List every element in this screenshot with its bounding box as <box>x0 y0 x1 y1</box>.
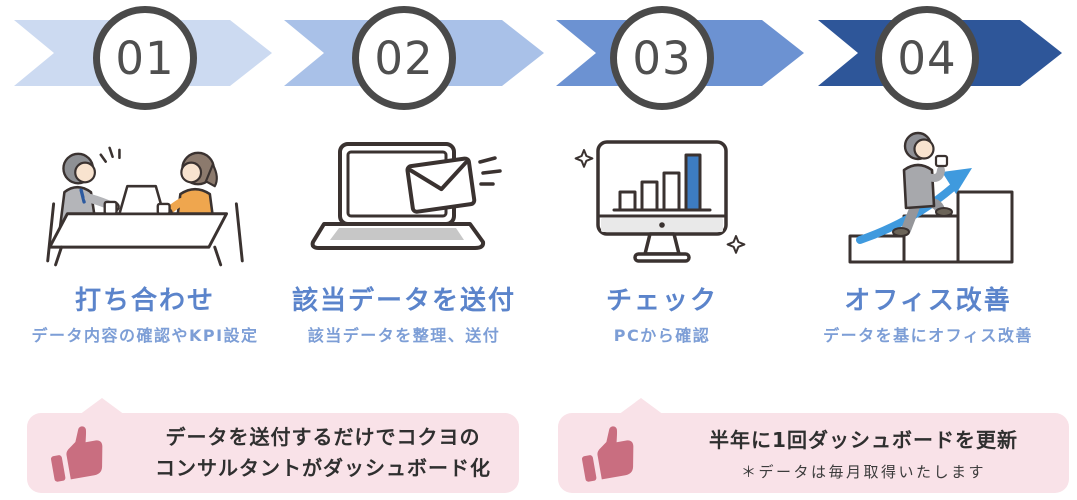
callout-line-2: コンサルタントがダッシュボード化 <box>155 456 491 480</box>
step-subtitle-2: 該当データを整理、送付 <box>307 326 501 345</box>
step-column-3: チェック PCから確認 <box>531 128 793 346</box>
bar-chart-icon <box>618 153 702 212</box>
callout-line-1: データを送付するだけでコクヨの <box>165 425 481 449</box>
step-subtitle-1: データ内容の確認やKPI設定 <box>31 326 259 345</box>
step-title-2: 該当データを送付 <box>291 286 516 316</box>
step-title-3: チェック <box>605 286 718 316</box>
step-number-badge-3: 03 <box>610 6 714 110</box>
stairs-growth-illustration <box>797 128 1059 268</box>
step-subtitle-4: データを基にオフィス改善 <box>823 326 1033 345</box>
step-number-badge-4: 04 <box>875 6 979 110</box>
laptop-mail-illustration <box>273 128 535 268</box>
step-number-badge-2: 02 <box>352 6 456 110</box>
meeting-illustration <box>14 128 276 268</box>
step-title-4: オフィス改善 <box>844 286 1012 316</box>
thumbs-up-icon <box>51 426 103 482</box>
monitor-chart-illustration <box>531 128 793 268</box>
laptop-mail-icon <box>310 142 502 250</box>
step-subtitle-3: PCから確認 <box>613 326 711 345</box>
step-number: 01 <box>115 31 175 85</box>
callout-text: 半年に1回ダッシュボードを更新 ＊データは毎月取得いたします <box>658 425 1069 482</box>
step-column-4: オフィス改善 データを基にオフィス改善 <box>797 128 1059 346</box>
callout-dashboard-by-kokuyo: データを送付するだけでコクヨの コンサルタントがダッシュボード化 <box>27 398 519 493</box>
step-column-2: 該当データを送付 該当データを整理、送付 <box>273 128 535 346</box>
step-number: 02 <box>374 31 434 85</box>
step-number: 03 <box>632 31 692 85</box>
callout-line-1: 半年に1回ダッシュボードを更新 <box>709 427 1018 452</box>
thumbs-up-icon <box>582 426 634 482</box>
callout-dashboard-update: 半年に1回ダッシュボードを更新 ＊データは毎月取得いたします <box>558 398 1069 493</box>
monitor-bar-chart-icon <box>574 140 746 263</box>
callout-pointer <box>618 398 664 415</box>
callout-note: ＊データは毎月取得いたします <box>740 462 986 481</box>
motion-lines-icon <box>478 156 502 186</box>
callout-text: データを送付するだけでコクヨの コンサルタントがダッシュボード化 <box>127 422 519 484</box>
climbing-stairs-icon <box>848 131 1014 264</box>
step-number: 04 <box>897 31 957 85</box>
callout-pointer <box>79 398 125 415</box>
step-column-1: 打ち合わせ データ内容の確認やKPI設定 <box>14 128 276 346</box>
two-people-meeting-icon <box>46 146 244 267</box>
step-number-badge-1: 01 <box>93 6 197 110</box>
envelope-icon <box>405 156 477 214</box>
sparkle-icon <box>574 149 746 254</box>
step-title-1: 打ち合わせ <box>74 286 215 316</box>
